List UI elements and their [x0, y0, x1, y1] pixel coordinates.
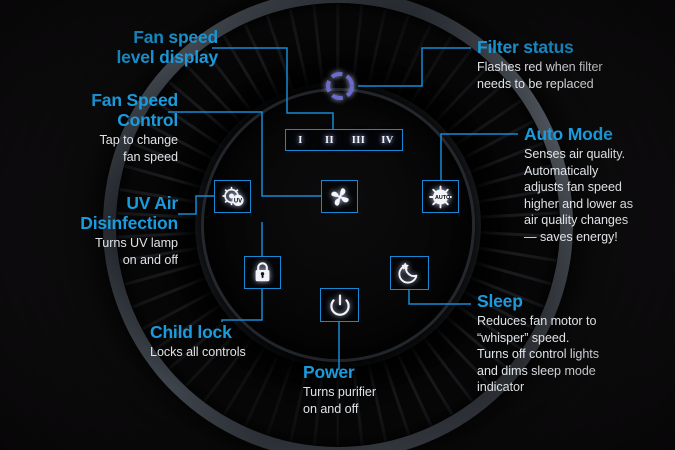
auto-mode-icon: AUTO	[429, 185, 452, 208]
auto-mode-button[interactable]: AUTO	[422, 180, 459, 213]
callout-auto-mode: Auto Mode Senses air quality. Automatica…	[524, 124, 674, 245]
callout-fan-speed-control: Fan Speed Control Tap to change fan spee…	[28, 90, 178, 165]
uv-disinfection-icon: UV	[221, 186, 244, 206]
callout-body: Senses air quality. Automatically adjust…	[524, 147, 633, 244]
power-icon	[329, 294, 350, 316]
callout-body: Flashes red when filter needs to be repl…	[477, 60, 603, 91]
filter-status-indicator[interactable]	[322, 68, 358, 104]
speed-level-3: III	[351, 134, 366, 146]
speed-level-2: II	[325, 134, 334, 146]
callout-title: Auto Mode	[524, 124, 613, 144]
callout-body: Locks all controls	[150, 345, 246, 359]
callout-body: Turns purifier on and off	[303, 385, 377, 416]
callout-body: Reduces fan motor to “whisper” speed. Tu…	[477, 314, 599, 394]
svg-text:AUTO: AUTO	[435, 195, 450, 201]
sleep-mode-button[interactable]	[390, 256, 429, 290]
uv-disinfection-button[interactable]: UV	[214, 180, 251, 213]
padlock-icon	[255, 262, 270, 282]
fan-speed-level-display: I II III IV	[285, 129, 403, 151]
callout-body: Tap to change fan speed	[99, 133, 179, 164]
callout-sleep: Sleep Reduces fan motor to “whisper” spe…	[477, 291, 672, 396]
callout-fan-speed-level-display: Fan speed level display	[28, 27, 219, 67]
callout-power: Power Turns purifier on and off	[303, 362, 463, 417]
callout-title: Child lock	[150, 322, 232, 342]
fan-speed-control-button[interactable]	[321, 180, 358, 213]
callout-child-lock: Child lock Locks all controls	[150, 322, 340, 361]
speed-level-1: I	[298, 134, 303, 146]
power-button[interactable]	[320, 288, 359, 322]
callout-title: Fan speed level display	[116, 27, 219, 67]
speed-level-4: IV	[381, 134, 394, 146]
callout-title: Power	[303, 362, 355, 382]
moon-star-icon	[397, 262, 417, 284]
callout-filter-status: Filter status Flashes red when filter ne…	[477, 37, 667, 92]
callout-title: Fan Speed Control	[91, 90, 178, 130]
callout-title: Sleep	[477, 291, 523, 311]
child-lock-button[interactable]	[244, 256, 281, 289]
callout-title: UV Air Disinfection	[80, 193, 178, 233]
fan-icon	[330, 187, 349, 206]
svg-text:UV: UV	[233, 198, 241, 204]
callout-title: Filter status	[477, 37, 574, 57]
callout-uv-air-disinfection: UV Air Disinfection Turns UV lamp on and…	[18, 193, 178, 268]
callout-body: Turns UV lamp on and off	[95, 236, 178, 267]
